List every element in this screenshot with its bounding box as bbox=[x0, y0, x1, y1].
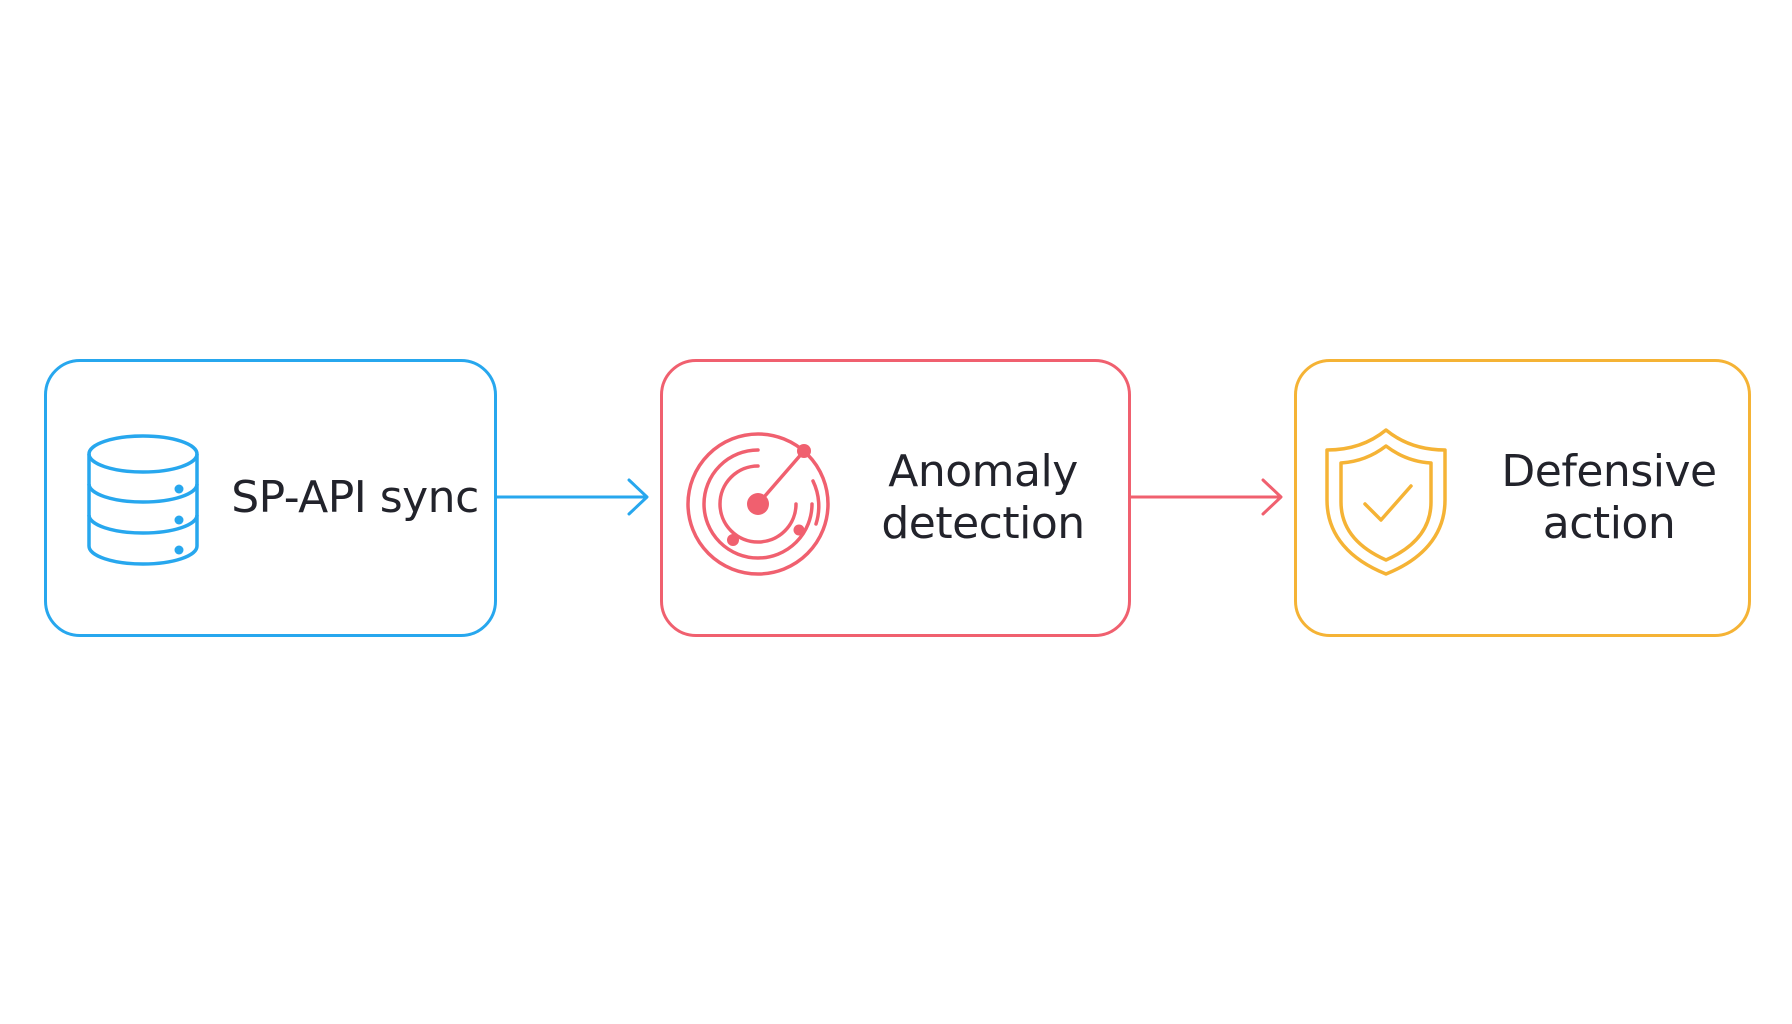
shield-check-icon bbox=[1325, 428, 1447, 576]
database-icon bbox=[87, 434, 199, 566]
step-anomaly-detection: Anomaly detection bbox=[660, 359, 1131, 637]
arrow-right-icon bbox=[1129, 478, 1283, 516]
step-label: SP-API sync bbox=[231, 472, 479, 523]
step-sp-api-sync: SP-API sync bbox=[44, 359, 497, 637]
step-label: Anomaly detection bbox=[881, 446, 1085, 549]
arrow-right-icon bbox=[495, 478, 649, 516]
step-label: Defensive action bbox=[1501, 446, 1717, 549]
radar-icon bbox=[686, 432, 830, 576]
step-defensive-action: Defensive action bbox=[1294, 359, 1751, 637]
